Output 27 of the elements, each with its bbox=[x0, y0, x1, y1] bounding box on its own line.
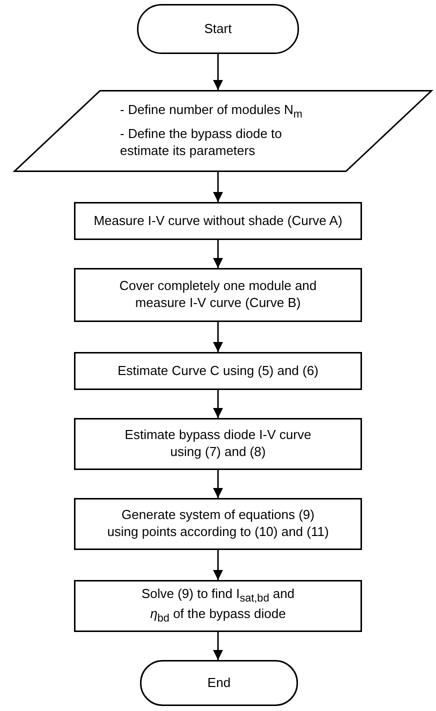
step-text: Cover completely one module and measure I-V curve (Curve B) bbox=[118, 278, 318, 312]
arrow bbox=[213, 632, 223, 660]
step-text: Measure I-V curve without shade (Curve A) bbox=[94, 212, 342, 230]
arrow bbox=[213, 390, 223, 418]
terminal-label: End bbox=[207, 674, 231, 692]
process-box bbox=[74, 580, 362, 632]
step-text: Estimate bypass diode I-V curve using (7) and (8) bbox=[124, 427, 312, 461]
arrow bbox=[213, 172, 223, 202]
input-parallelogram bbox=[14, 90, 432, 172]
step-text: - Define the bypass diode to estimate its parameters bbox=[120, 126, 283, 160]
step-text: Estimate Curve C using (5) and (6) bbox=[118, 362, 318, 380]
arrow bbox=[213, 550, 223, 580]
process-box bbox=[74, 498, 362, 550]
step-text: - Define number of modules N$_{m}$ bbox=[120, 102, 302, 122]
arrow bbox=[213, 54, 223, 90]
step-text: Solve (9) to find I$_{sat,bd}$ and η$_{bd}$ of the bypass diode bbox=[140, 586, 296, 626]
process-box bbox=[74, 418, 362, 470]
arrow bbox=[213, 240, 223, 268]
terminal-shape bbox=[137, 4, 299, 54]
terminal-label: Start bbox=[204, 20, 232, 38]
terminal-shape bbox=[140, 660, 298, 706]
arrow bbox=[213, 470, 223, 498]
arrow bbox=[213, 322, 223, 352]
process-box bbox=[74, 202, 362, 240]
process-box bbox=[74, 268, 362, 322]
step-text: Generate system of equations (9) using points according to (10) and (11) bbox=[106, 507, 330, 541]
process-box bbox=[74, 352, 362, 390]
